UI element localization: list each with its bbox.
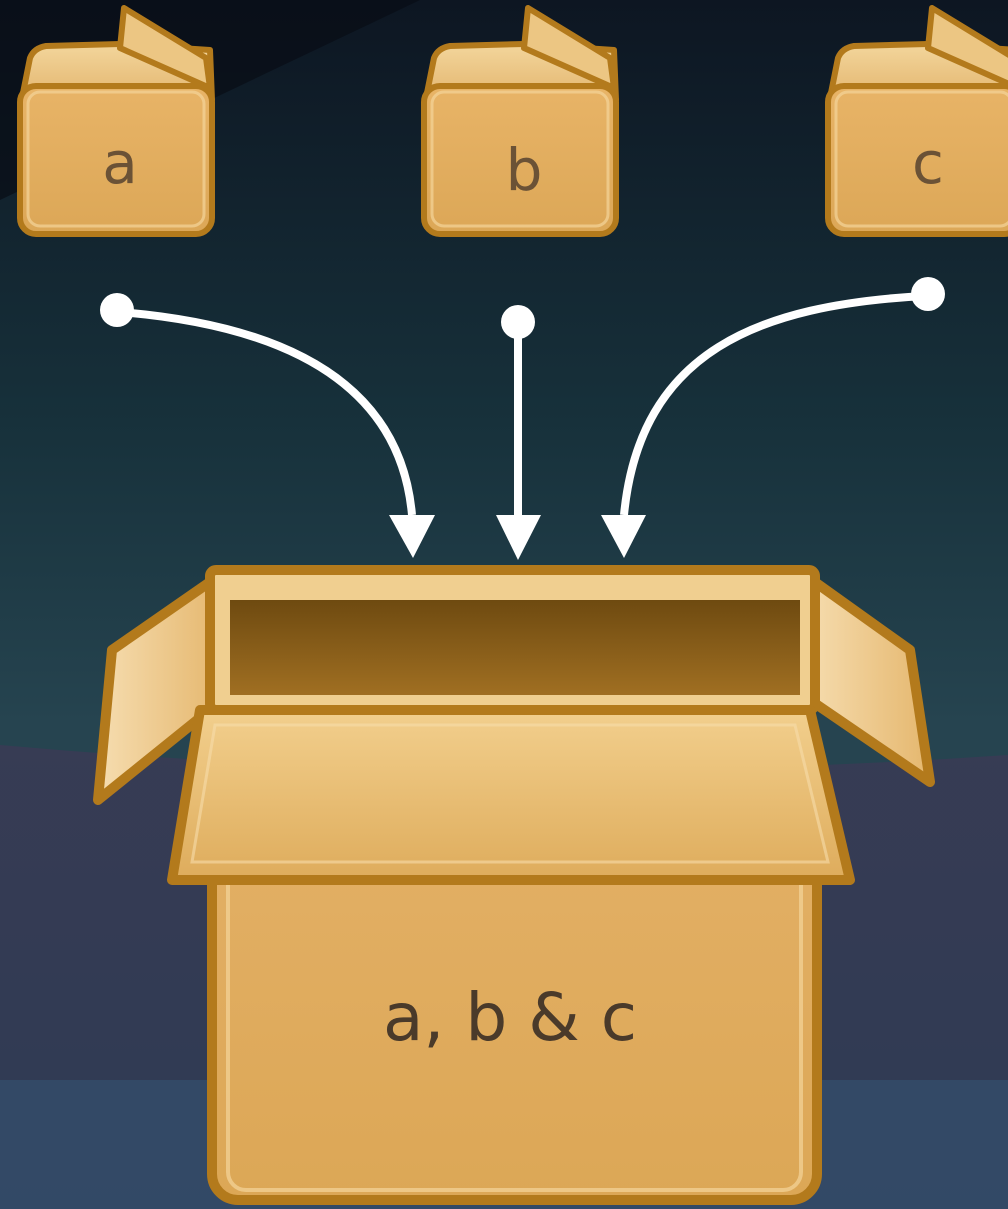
- source-box-a: a: [17, 5, 215, 237]
- source-box-c: c: [825, 5, 1008, 237]
- source-box-a-label: a: [102, 129, 138, 197]
- arrow-c: [601, 277, 945, 558]
- arrow-b: [496, 305, 541, 560]
- source-box-c-label: c: [912, 129, 944, 197]
- combined-box-label: a, b & c: [383, 979, 637, 1056]
- combined-box: a, b & c: [93, 565, 935, 1205]
- source-box-b-label: b: [506, 136, 543, 204]
- source-box-b: b: [421, 5, 619, 237]
- arrow-a: [100, 293, 435, 558]
